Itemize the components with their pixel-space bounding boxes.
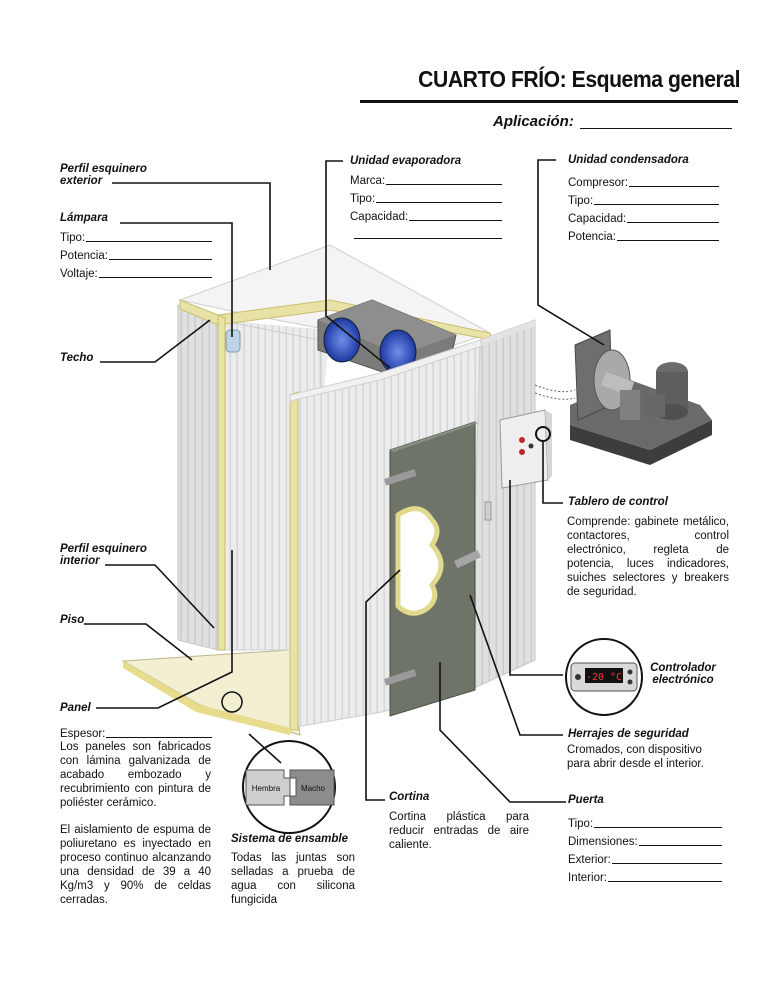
controlador-label: Controlador electrónico [650,662,716,686]
lampara-potencia-field[interactable]: Potencia: [60,244,212,262]
aplicacion-label: Aplicación: [493,113,574,130]
curtain-window [395,506,444,616]
herrajes-text: Cromados, con dispositivo para abrir des… [567,744,704,770]
condensadora-fields: Compresor: Tipo: Capacidad: Potencia: [568,171,719,243]
evaporadora-capacidad-field[interactable]: Capacidad: [350,205,502,223]
ensamble-title: Sistema de ensamble [231,833,348,845]
herrajes-title: Herrajes de seguridad [568,728,689,740]
puerta-tipo-field[interactable]: Tipo: [568,812,722,830]
puerta-interior-field[interactable]: Interior: [568,866,722,884]
puerta-exterior-field[interactable]: Exterior: [568,848,722,866]
title-rule [360,100,738,103]
tablero-text: Comprende: gabinete metálico, contactore… [567,516,729,598]
techo-label: Techo [60,352,94,364]
right-wall [469,319,536,691]
lampara-tipo-field[interactable]: Tipo: [60,226,212,244]
cortina-title: Cortina [389,791,430,803]
condensadora-potencia-field[interactable]: Potencia: [568,225,719,243]
evaporadora-extra-field[interactable] [353,223,502,241]
condensadora-compresor-field[interactable]: Compresor: [568,171,719,189]
controller-zoom [565,638,643,716]
lamp [225,329,241,353]
evaporadora-fields: Marca: Tipo: Capacidad: [350,169,502,241]
piso-label: Piso [60,614,85,626]
panel-title: Panel [60,702,91,714]
joint-marker [221,691,243,713]
back-wall [177,304,219,651]
panel-text-2: El aislamiento de espuma de poliuretano … [60,824,211,906]
evaporator-fan-left [323,317,361,363]
page-title: CUARTO FRÍO: Esquema general [418,66,740,92]
control-panel-box [499,409,549,489]
evaporadora-marca-field[interactable]: Marca: [350,169,502,187]
puerta-title: Puerta [568,794,604,806]
tablero-title: Tablero de control [568,496,668,508]
controller-display: -20 °C [586,672,622,683]
aplicacion-field[interactable] [580,128,732,129]
lampara-fields: Tipo: Potencia: Voltaje: [60,226,212,280]
lampara-voltaje-field[interactable]: Voltaje: [60,262,212,280]
condensadora-capacidad-field[interactable]: Capacidad: [568,207,719,225]
evaporadora-title: Unidad evaporadora [350,155,462,167]
hinge-bottom [384,669,417,686]
puerta-dimensiones-field[interactable]: Dimensiones: [568,830,722,848]
panel-text-1: Los paneles son fabricados con lámina ga… [60,741,211,809]
puerta-fields: Tipo: Dimensiones: Exterior: Interior: [568,812,722,884]
evaporadora-tipo-field[interactable]: Tipo: [350,187,502,205]
leader-lines [84,159,605,803]
ensamble-text: Todas las juntas son selladas a prueba d… [231,852,355,906]
panel-espesor-field[interactable]: Espesor: [60,722,212,740]
hembra-label: Hembra [252,784,281,793]
condensing-unit [570,329,712,465]
cortina-text: Cortina plástica para reducir entradas d… [389,811,529,851]
lampara-title: Lámpara [60,212,108,224]
joint-zoom [242,740,336,834]
floor [121,649,301,736]
perfil-exterior-label: Perfil esquinero exterior [60,163,147,187]
condensadora-title: Unidad condensadora [568,154,689,166]
condensadora-tipo-field[interactable]: Tipo: [568,189,719,207]
hinge-top [384,469,417,486]
macho-label: Macho [301,784,326,793]
perfil-interior-label: Perfil esquinero interior [60,543,147,567]
door-handle [454,550,481,569]
control-zoom-marker [535,426,551,442]
